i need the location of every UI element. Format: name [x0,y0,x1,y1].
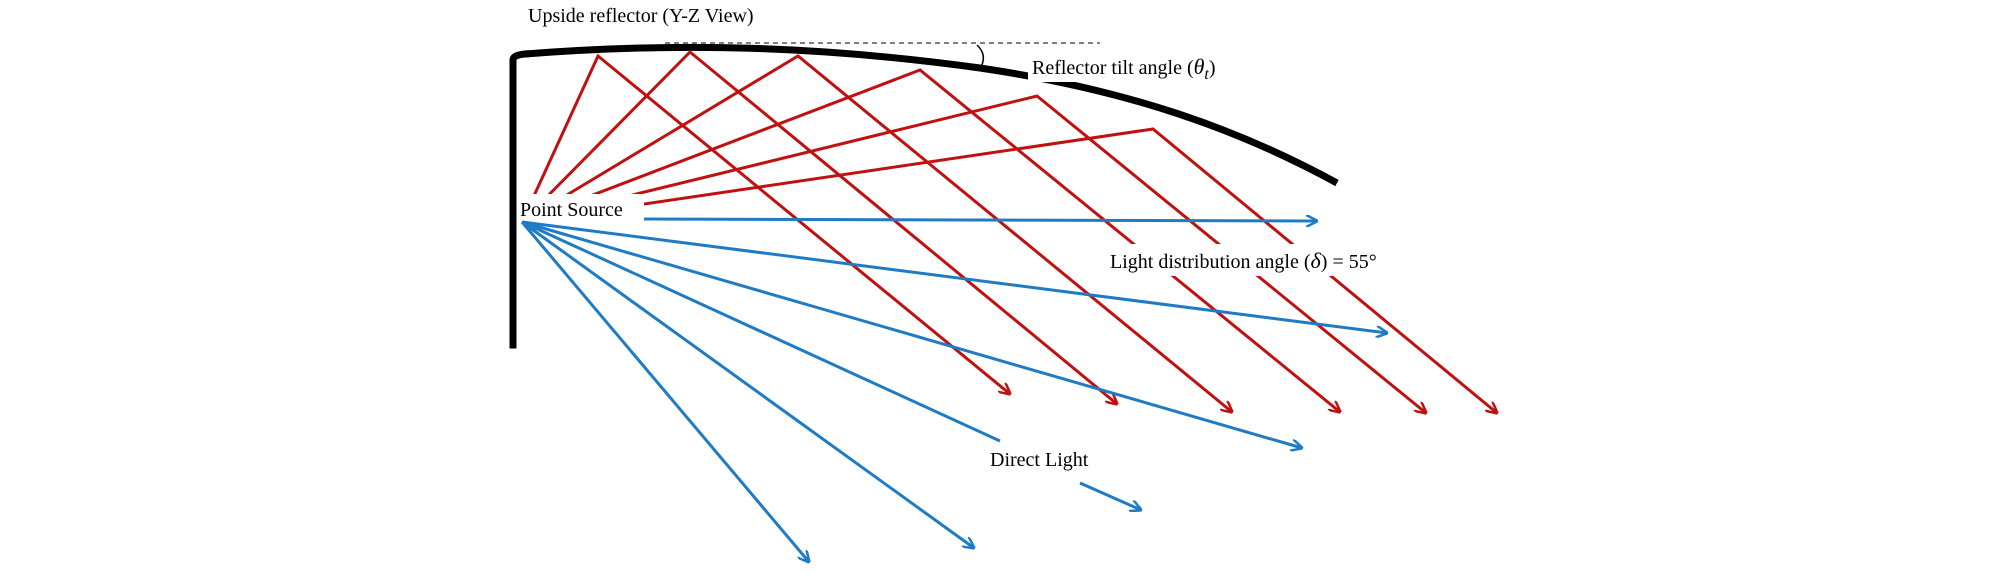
tilt-angle-prefix: Reflector tilt angle ( [1032,57,1194,79]
reflector-curve [524,43,1339,187]
distribution-angle-label: Light distribution angle (δ) = 55° [1110,248,1377,273]
direct-light-label: Direct Light [990,449,1089,471]
distribution-label-bg [1106,244,1434,276]
reflector-group [509,42,1339,349]
direct-rays [520,219,1387,562]
direct-ray-5 [521,220,974,548]
reflected-ray-6 [521,127,1497,413]
tilt-angle-symbol: θ [1194,54,1205,79]
tilt-angle-subscript: t [1204,66,1209,83]
tilt-angle-arc [976,44,985,70]
tilt-angle-suffix: ) [1209,57,1216,79]
reflected-ray-3 [521,54,1232,412]
distribution-angle-suffix: ) [1321,251,1328,273]
reflected-ray-2 [520,49,1117,404]
reflected-ray-1 [520,53,1010,394]
reflected-rays [520,49,1497,413]
direct-ray-4 [521,220,1001,443]
distribution-angle-symbol: δ [1311,248,1322,273]
point-source-label-bg [518,194,644,222]
diagram-title: Upside reflector (Y-Z View) [528,5,754,27]
distribution-angle-prefix: Light distribution angle ( [1110,251,1311,273]
direct-ray-3 [521,220,1302,448]
distribution-angle-value: = 55° [1327,251,1376,273]
direct-ray-1 [643,219,1317,221]
tilt-label-bg [1028,52,1258,82]
reflector-back-wall [509,50,529,349]
reflected-ray-4 [521,68,1340,412]
direct-ray-4-tail [1079,481,1141,510]
point-source-group: Point Source [518,194,644,222]
reflected-ray-5 [521,94,1426,413]
tilt-angle-label: Reflector tilt angle (θt) [1032,54,1216,83]
labels-group: Upside reflector (Y-Z View) Reflector ti… [528,5,1434,474]
point-source-label: Point Source [520,199,623,221]
direct-light-label-bg [986,446,1108,474]
direct-ray-2 [521,220,1387,333]
direct-ray-6 [520,221,809,562]
